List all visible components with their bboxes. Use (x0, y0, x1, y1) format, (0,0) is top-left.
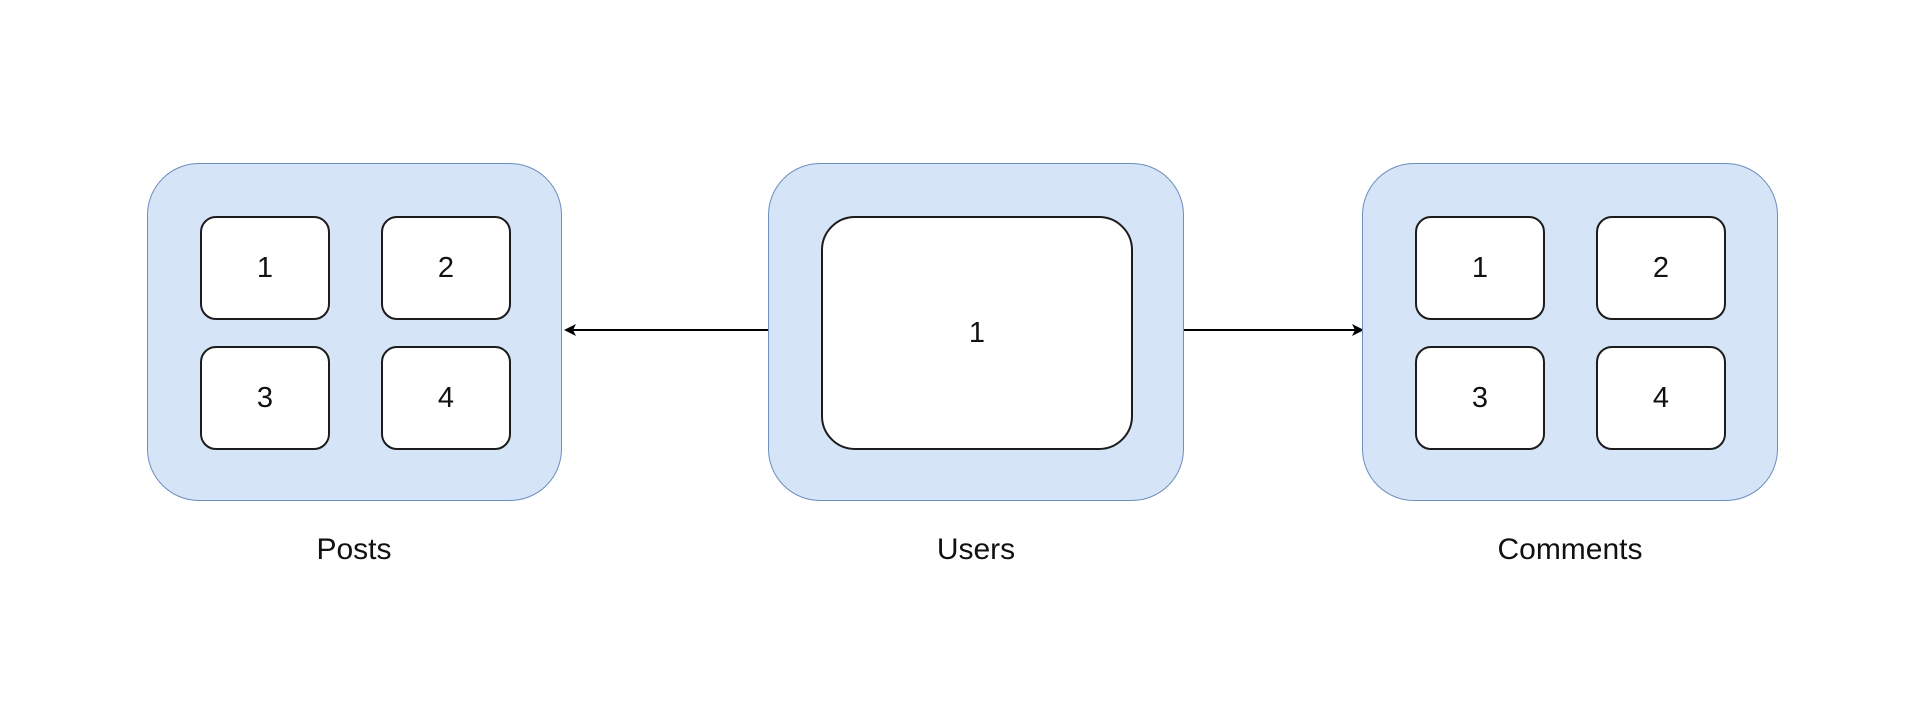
posts-group: 1 2 3 4 (147, 163, 562, 501)
users-cell-1: 1 (821, 216, 1133, 450)
users-group: 1 (768, 163, 1184, 501)
posts-cell-1: 1 (200, 216, 330, 320)
posts-cell-4: 4 (381, 346, 511, 450)
posts-cell-2: 2 (381, 216, 511, 320)
comments-cell-1: 1 (1415, 216, 1545, 320)
comments-cell-4: 4 (1596, 346, 1726, 450)
comments-cell-2: 2 (1596, 216, 1726, 320)
comments-cell-3: 3 (1415, 346, 1545, 450)
posts-label: Posts (316, 533, 392, 566)
comments-label: Comments (1497, 533, 1643, 566)
comments-group: 1 2 3 4 (1362, 163, 1778, 501)
posts-cell-3: 3 (200, 346, 330, 450)
users-label: Users (936, 533, 1016, 566)
